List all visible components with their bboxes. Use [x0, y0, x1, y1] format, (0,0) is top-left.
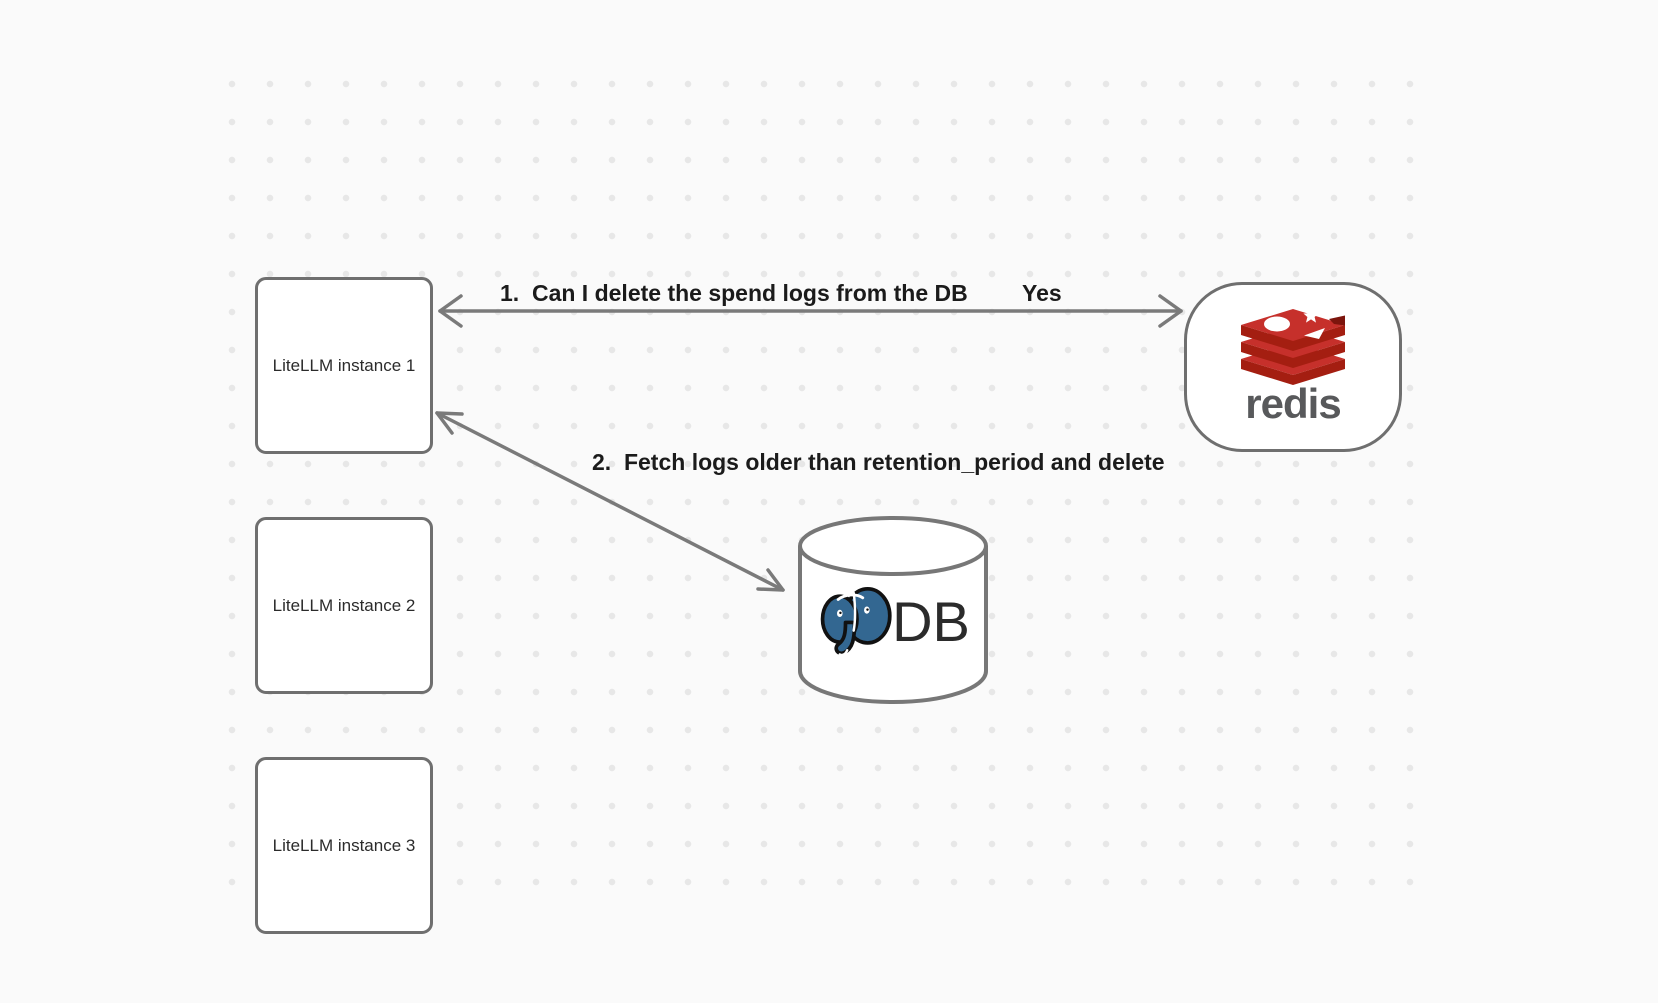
node-litellm-instance-3-label: LiteLLM instance 3 [272, 835, 416, 855]
node-database-cylinder[interactable] [796, 514, 990, 706]
database-label: DB [892, 590, 970, 653]
redis-logo-icon [1241, 309, 1345, 385]
arrow1-reply-label: Yes [1022, 280, 1062, 306]
redis-wordmark: redis [1245, 380, 1341, 427]
node-litellm-instance-1[interactable]: LiteLLM instance 1 [255, 277, 433, 454]
node-redis[interactable]: redis [1184, 282, 1402, 452]
node-litellm-instance-2[interactable]: LiteLLM instance 2 [255, 517, 433, 694]
node-litellm-instance-1-label: LiteLLM instance 1 [272, 355, 416, 375]
postgresql-elephant-icon [820, 586, 892, 657]
node-litellm-instance-3[interactable]: LiteLLM instance 3 [255, 757, 433, 934]
arrow2-label: 2. Fetch logs older than retention_perio… [592, 449, 1165, 475]
node-litellm-instance-2-label: LiteLLM instance 2 [272, 595, 416, 615]
arrow1-label: 1. Can I delete the spend logs from the … [500, 280, 968, 306]
database-content: DB [800, 576, 986, 668]
